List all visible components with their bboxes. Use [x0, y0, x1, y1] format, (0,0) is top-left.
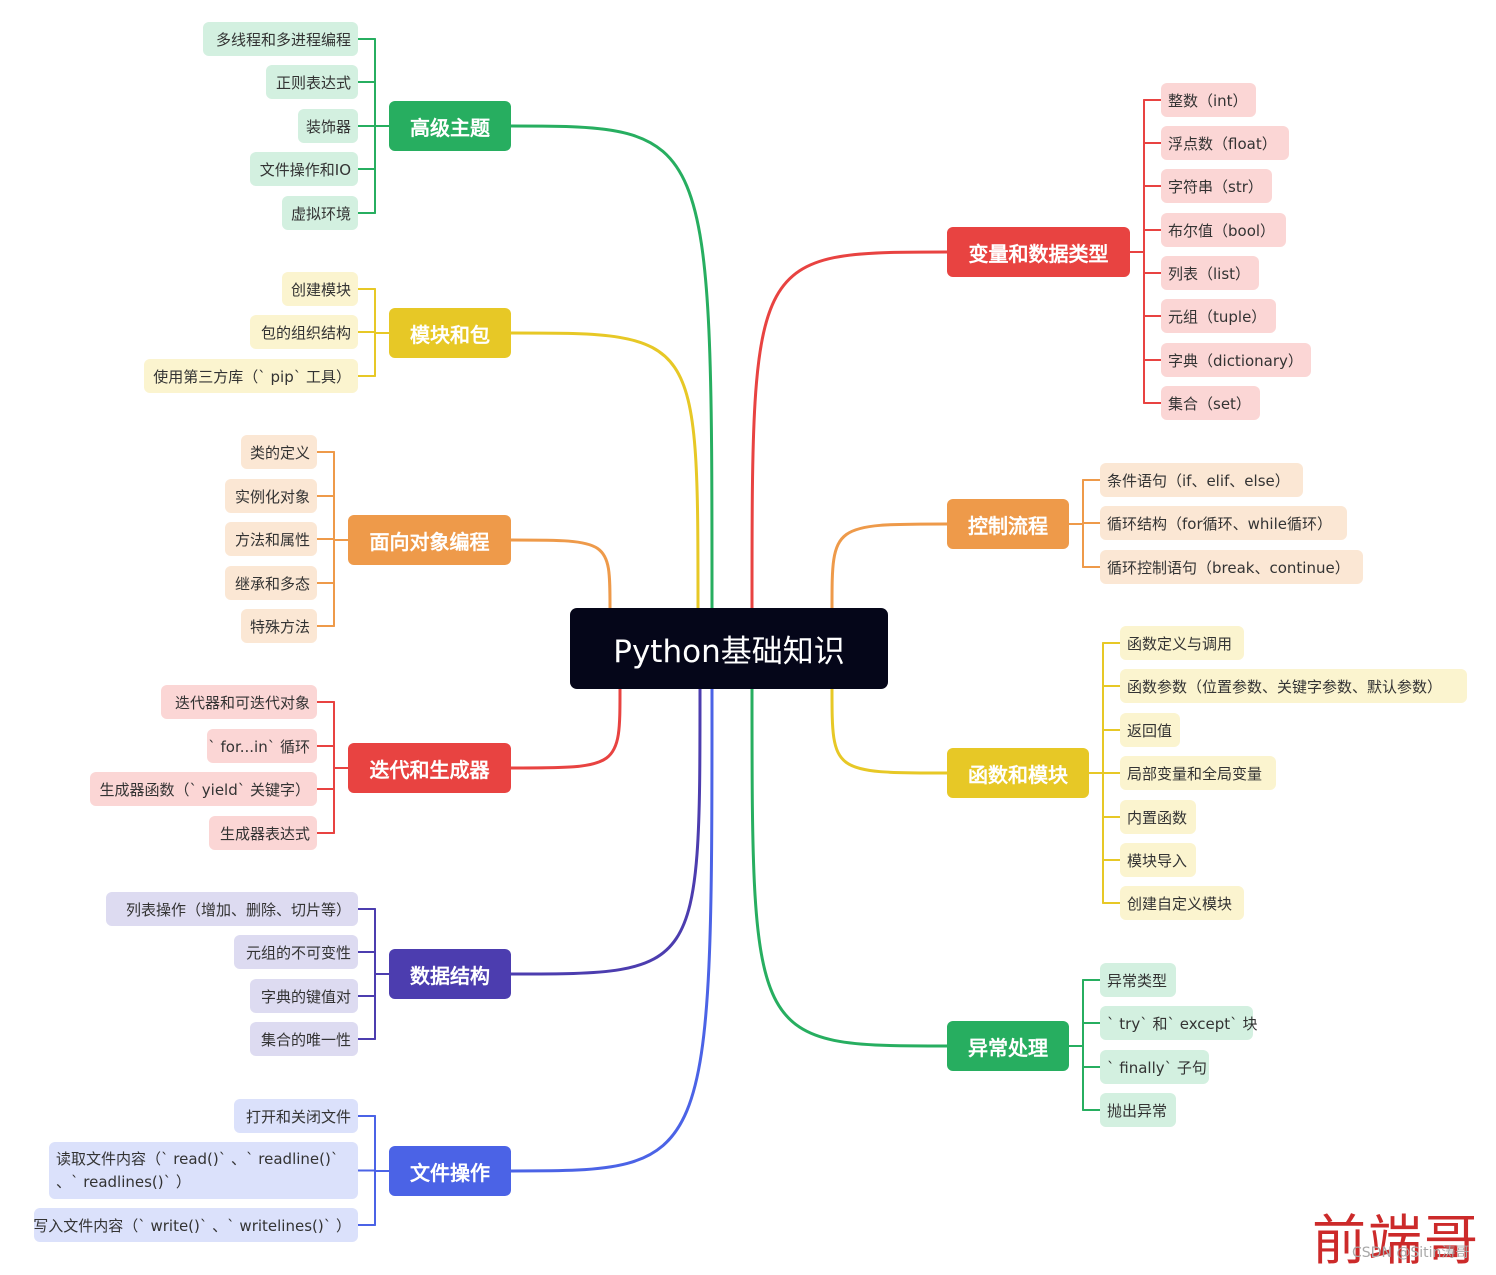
leaf-flow-2[interactable]: 循环控制语句（break、continue） [1100, 550, 1363, 584]
root-connector-exc [750, 687, 949, 1048]
leaf-oop-4[interactable]: 特殊方法 [241, 609, 317, 643]
root-connector-vars [750, 250, 949, 610]
root-connector-file [509, 687, 714, 1173]
leaf-file-2[interactable]: 写入文件内容（` write()` 、` writelines()` ） [33, 1208, 358, 1242]
leaf-oop-2[interactable]: 方法和属性 [225, 522, 317, 556]
leaf-oop-0[interactable]: 类的定义 [241, 435, 317, 469]
leaf-vars-3[interactable]: 布尔值（bool） [1161, 213, 1286, 247]
root-connector-iter [509, 687, 622, 770]
root-connector-oop [509, 538, 612, 610]
leaf-advanced-3[interactable]: 文件操作和IO [250, 152, 358, 186]
leaf-exc-0[interactable]: 异常类型 [1100, 963, 1176, 997]
leaf-advanced-4[interactable]: 虚拟环境 [282, 196, 358, 230]
leaf-exc-3[interactable]: 抛出异常 [1100, 1093, 1176, 1127]
leaf-func-6[interactable]: 创建自定义模块 [1120, 886, 1244, 920]
leaf-exc-2[interactable]: ` finally` 子句 [1100, 1050, 1209, 1084]
leaf-ds-1[interactable]: 元组的不可变性 [234, 935, 358, 969]
leaf-advanced-0[interactable]: 多线程和多进程编程 [203, 22, 358, 56]
root-node[interactable]: Python基础知识 [570, 608, 888, 689]
leaf-func-2[interactable]: 返回值 [1120, 713, 1180, 747]
leaf-flow-1[interactable]: 循环结构（for循环、while循环） [1100, 506, 1347, 540]
leaf-vars-6[interactable]: 字典（dictionary） [1161, 343, 1311, 377]
watermark-credit: CSDN @Sitin涛哥 [1352, 1245, 1470, 1261]
leaf-modules-1[interactable]: 包的组织结构 [250, 315, 358, 349]
branch-node-file[interactable]: 文件操作 [389, 1146, 511, 1196]
branch-node-advanced[interactable]: 高级主题 [389, 101, 511, 151]
leaf-file-1[interactable]: 读取文件内容（` read()` 、` readline()` 、` readl… [49, 1142, 358, 1199]
root-connector-modules [509, 331, 700, 610]
leaf-iter-2[interactable]: 生成器函数（` yield` 关键字） [90, 772, 317, 806]
leaf-func-3[interactable]: 局部变量和全局变量 [1120, 756, 1276, 790]
leaf-advanced-2[interactable]: 装饰器 [298, 109, 358, 143]
branch-node-vars[interactable]: 变量和数据类型 [947, 227, 1130, 277]
branch-node-iter[interactable]: 迭代和生成器 [348, 743, 511, 793]
leaf-flow-0[interactable]: 条件语句（if、elif、else） [1100, 463, 1303, 497]
root-connector-ds [509, 687, 702, 976]
leaf-oop-1[interactable]: 实例化对象 [225, 479, 317, 513]
branch-node-oop[interactable]: 面向对象编程 [348, 515, 511, 565]
branch-node-func[interactable]: 函数和模块 [947, 748, 1089, 798]
watermark-logo: 前端哥 [1312, 1209, 1480, 1272]
leaf-ds-3[interactable]: 集合的唯一性 [250, 1022, 358, 1056]
leaf-modules-0[interactable]: 创建模块 [282, 272, 358, 306]
root-connector-func [830, 687, 949, 775]
branch-node-flow[interactable]: 控制流程 [947, 499, 1069, 549]
leaf-vars-2[interactable]: 字符串（str） [1161, 169, 1272, 203]
branch-node-modules[interactable]: 模块和包 [389, 308, 511, 358]
branch-node-exc[interactable]: 异常处理 [947, 1021, 1069, 1071]
leaf-iter-3[interactable]: 生成器表达式 [209, 816, 317, 850]
leaf-vars-7[interactable]: 集合（set） [1161, 386, 1260, 420]
leaf-vars-1[interactable]: 浮点数（float） [1161, 126, 1289, 160]
leaf-advanced-1[interactable]: 正则表达式 [266, 65, 358, 99]
root-connector-advanced [509, 124, 714, 610]
root-connector-flow [830, 522, 949, 610]
leaf-iter-1[interactable]: ` for...in` 循环 [207, 729, 317, 763]
leaf-modules-2[interactable]: 使用第三方库（` pip` 工具） [144, 359, 358, 393]
leaf-ds-0[interactable]: 列表操作（增加、删除、切片等） [106, 892, 358, 926]
branch-node-ds[interactable]: 数据结构 [389, 949, 511, 999]
leaf-vars-0[interactable]: 整数（int） [1161, 83, 1256, 117]
leaf-func-1[interactable]: 函数参数（位置参数、关键字参数、默认参数） [1120, 669, 1467, 703]
leaf-vars-4[interactable]: 列表（list） [1161, 256, 1259, 290]
leaf-iter-0[interactable]: 迭代器和可迭代对象 [161, 685, 317, 719]
leaf-func-5[interactable]: 模块导入 [1120, 843, 1196, 877]
leaf-exc-1[interactable]: ` try` 和` except` 块 [1100, 1006, 1257, 1040]
leaf-ds-2[interactable]: 字典的键值对 [250, 979, 358, 1013]
leaf-oop-3[interactable]: 继承和多态 [225, 566, 317, 600]
leaf-vars-5[interactable]: 元组（tuple） [1161, 299, 1276, 333]
leaf-func-0[interactable]: 函数定义与调用 [1120, 626, 1244, 660]
leaf-file-0[interactable]: 打开和关闭文件 [234, 1099, 358, 1133]
leaf-func-4[interactable]: 内置函数 [1120, 800, 1196, 834]
